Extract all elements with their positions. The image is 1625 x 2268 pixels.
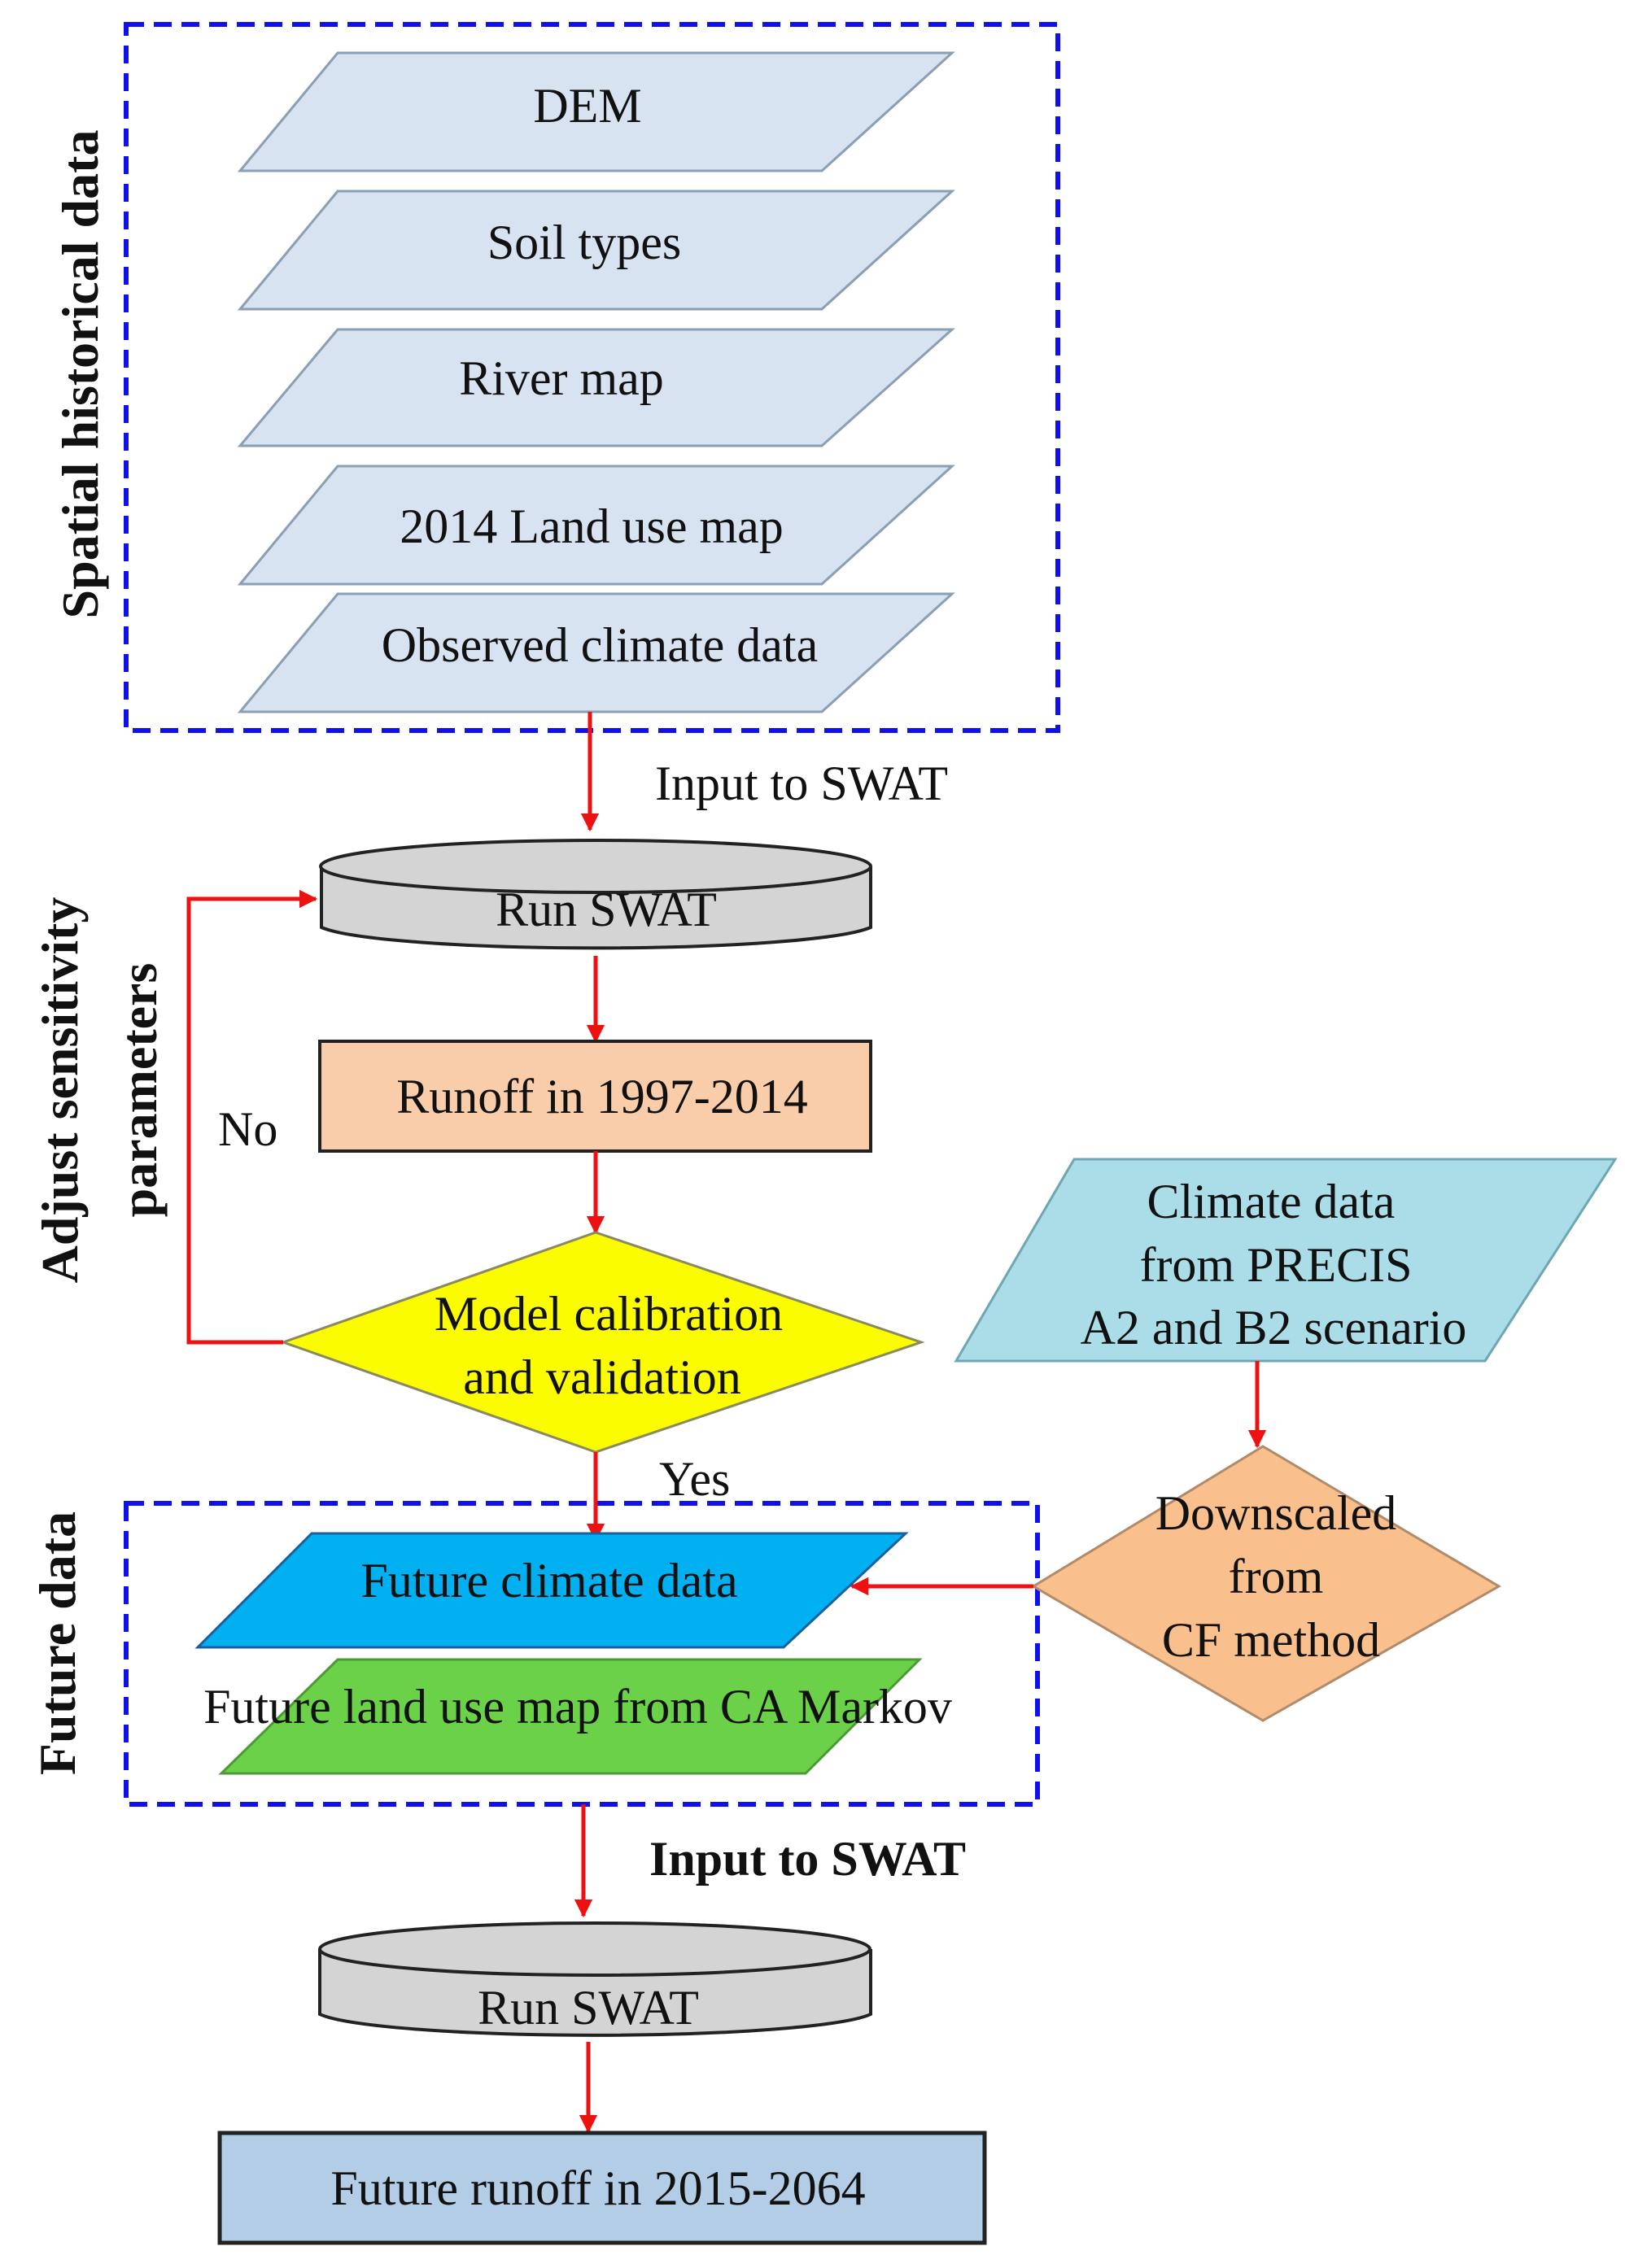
spatial-historical-label: Spatial historical data xyxy=(51,130,109,619)
future-climate-label: Future climate data xyxy=(360,1554,737,1607)
no-label: No xyxy=(218,1102,277,1156)
dem-label: DEM xyxy=(533,79,641,133)
future-data-label: Future data xyxy=(28,1511,86,1775)
precis-label-line2: from PRECIS xyxy=(1139,1238,1412,1292)
runoff-historical-box: Runoff in 1997-2014 xyxy=(318,1040,872,1153)
future-runoff-label: Future runoff in 2015-2064 xyxy=(330,2161,865,2215)
input-layer-dem: DEM xyxy=(237,51,955,172)
downscaled-label-line2: from xyxy=(1229,1550,1324,1603)
downscaled-cf-method-diamond: Downscaled from CF method xyxy=(1031,1445,1501,1722)
precis-label-line1: Climate data xyxy=(1147,1175,1396,1228)
land-use-2014-label: 2014 Land use map xyxy=(400,499,784,553)
future-landuse-label: Future land use map from CA Markov xyxy=(203,1680,952,1734)
downscaled-label-line1: Downscaled xyxy=(1155,1486,1397,1540)
river-map-label: River map xyxy=(459,351,664,405)
adjust-sensitivity-label: Adjust sensitivity xyxy=(31,897,89,1284)
input-to-swat-label-2: Input to SWAT xyxy=(649,1832,966,1886)
parameters-label: parameters xyxy=(110,963,168,1218)
run-swat-cylinder-1: Run SWAT xyxy=(319,839,872,950)
future-climate-data-node: Future climate data xyxy=(194,1532,909,1649)
precis-climate-data-node: Climate data from PRECIS A2 and B2 scena… xyxy=(954,1158,1618,1363)
precis-label-line3: A2 and B2 scenario xyxy=(1081,1301,1467,1354)
soil-types-label: Soil types xyxy=(487,216,681,269)
no-feedback-loop-arrow xyxy=(186,889,318,1345)
input-layer-observed-climate: Observed climate data xyxy=(237,592,955,713)
input-layer-river-map: River map xyxy=(237,328,955,447)
input-layer-2014-land-use: 2014 Land use map xyxy=(237,465,955,586)
input-to-swat-label-1: Input to SWAT xyxy=(655,757,948,810)
runoff-historical-label: Runoff in 1997-2014 xyxy=(396,1070,808,1123)
input-layer-soil-types: Soil types xyxy=(237,190,955,311)
run-swat-label-2: Run SWAT xyxy=(478,1981,699,2035)
decision-label-line2: and validation xyxy=(463,1350,741,1404)
future-landuse-node: Future land use map from CA Markov xyxy=(203,1658,952,1775)
run-swat-cylinder-2: Run SWAT xyxy=(318,1921,872,2037)
decision-label-line1: Model calibration xyxy=(435,1287,783,1341)
run-swat-label-1: Run SWAT xyxy=(496,883,717,936)
calibration-decision-diamond: Model calibration and validation xyxy=(279,1231,925,1454)
downscaled-label-line3: CF method xyxy=(1162,1613,1380,1667)
observed-climate-label: Observed climate data xyxy=(382,618,818,672)
future-runoff-box: Future runoff in 2015-2064 xyxy=(217,2131,987,2245)
yes-label: Yes xyxy=(659,1452,730,1506)
